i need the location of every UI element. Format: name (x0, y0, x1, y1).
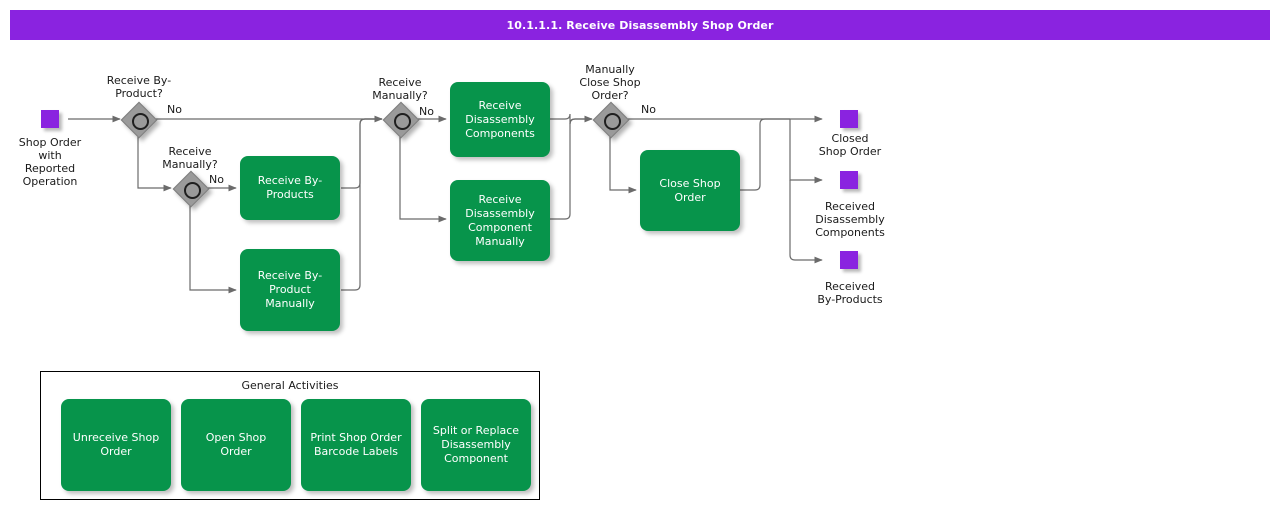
wire-a5-to-e1 (740, 118, 790, 191)
wire-d3-yes-to-a4 (399, 137, 447, 223)
wire-a1-to-merge (341, 118, 382, 189)
activity-open-shop-order[interactable]: Open Shop Order (181, 399, 291, 491)
activity-print-shop-order-barcode-labels[interactable]: Print Shop Order Barcode Labels (301, 399, 411, 491)
wire-a3-to-d4 (550, 113, 593, 125)
decision-manually-close-shop-order[interactable] (592, 101, 630, 139)
end-node-received-disassembly-components[interactable] (840, 171, 858, 189)
general-activities-items: Unreceive Shop Order Open Shop Order Pri… (61, 399, 531, 491)
edge-label-d3-no: No (419, 105, 434, 118)
general-activities-group: General Activities Unreceive Shop Order … (40, 371, 540, 500)
activity-unreceive-shop-order[interactable]: Unreceive Shop Order (61, 399, 171, 491)
edge-label-d1-no: No (167, 103, 182, 116)
decision-receive-by-product[interactable] (120, 101, 158, 139)
activity-close-shop-order[interactable]: Close Shop Order (640, 150, 740, 231)
general-activities-title: General Activities (241, 379, 339, 392)
wire-d4-yes-to-a5 (609, 137, 637, 194)
wire-a2-to-merge (341, 118, 382, 291)
start-node-shop-order-with-reported-operation[interactable] (41, 110, 59, 128)
edge-label-d2-no: No (209, 173, 224, 186)
decision-ring-icon (131, 112, 149, 130)
activity-receive-disassembly-component-manually[interactable]: Receive Disassembly Component Manually (450, 180, 550, 261)
end-node-closed-shop-order[interactable] (840, 110, 858, 128)
wire-a4-to-d4 (550, 118, 592, 220)
end-node-label-received-by-products: Received By-Products (817, 280, 883, 306)
activity-split-or-replace-disassembly-component[interactable]: Split or Replace Disassembly Component (421, 399, 531, 491)
activity-receive-by-products[interactable]: Receive By- Products (240, 156, 340, 220)
decision-receive-manually-components[interactable] (382, 101, 420, 139)
wire-d2-yes-to-a2 (189, 206, 237, 294)
end-node-received-by-products[interactable] (840, 251, 858, 269)
page-title: 10.1.1.1. Receive Disassembly Shop Order (506, 18, 774, 32)
end-node-label-received-disassembly-components: Received Disassembly Components (815, 200, 885, 239)
decision-label-receive-by-product: Receive By- Product? (106, 74, 172, 100)
decision-label-receive-manually-byproduct: Receive Manually? (162, 145, 218, 171)
end-node-label-closed-shop-order: Closed Shop Order (818, 132, 882, 158)
decision-receive-manually-byproduct[interactable] (172, 170, 210, 208)
page-title-bar: 10.1.1.1. Receive Disassembly Shop Order (10, 10, 1270, 40)
edge-label-d4-no: No (641, 103, 656, 116)
decision-label-manually-close-shop-order: Manually Close Shop Order? (579, 63, 641, 102)
decision-ring-icon (183, 181, 201, 199)
decision-label-receive-manually-components: Receive Manually? (372, 76, 428, 102)
start-node-label: Shop Order with Reported Operation (18, 136, 82, 188)
activity-receive-disassembly-components[interactable]: Receive Disassembly Components (450, 82, 550, 157)
activity-receive-by-product-manually[interactable]: Receive By- Product Manually (240, 249, 340, 331)
decision-ring-icon (393, 112, 411, 130)
decision-ring-icon (603, 112, 621, 130)
